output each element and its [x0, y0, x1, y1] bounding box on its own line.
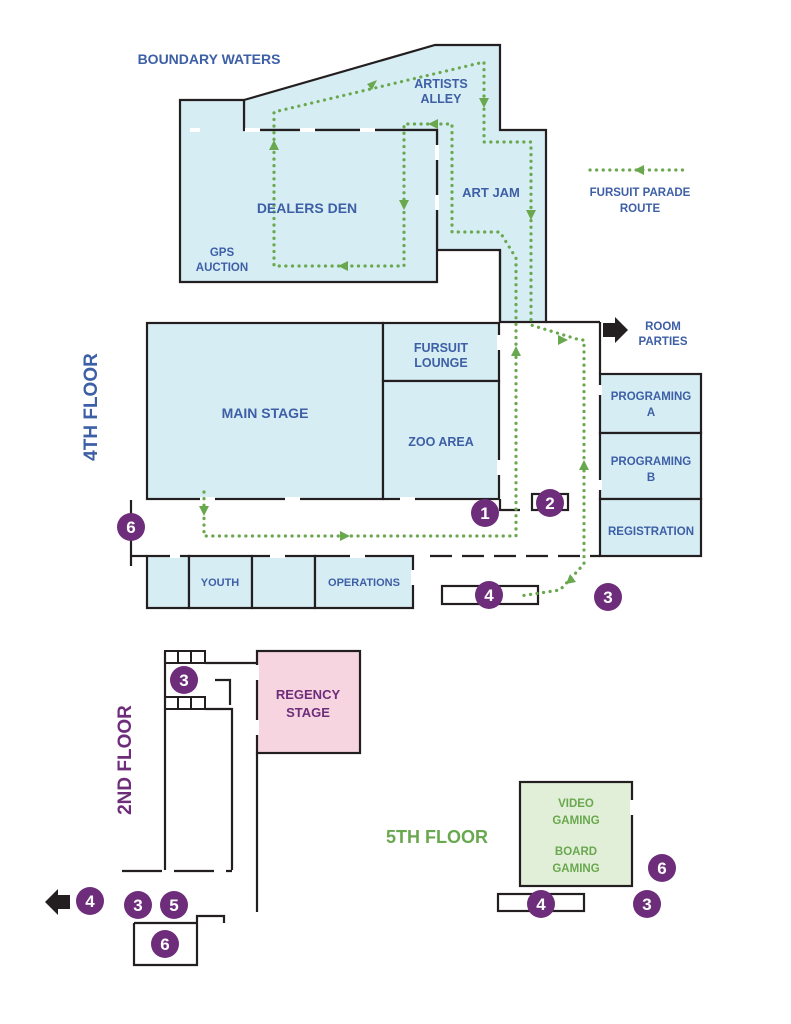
artists-alley-label-line2: ALLEY [421, 92, 463, 106]
wall [498, 499, 520, 512]
badge-3: 3 [170, 666, 198, 694]
badge-5: 5 [160, 891, 188, 919]
storage-room-left [145, 554, 191, 610]
board-gaming-label-line1: BOARD [555, 846, 597, 858]
board-gaming-label-line2: GAMING [552, 863, 599, 875]
room-parties-label-line2: PARTIES [639, 336, 688, 348]
route-arrow [399, 200, 409, 210]
programing-a-room [598, 372, 703, 435]
main-stage-room [145, 321, 385, 501]
badge-3: 3 [594, 583, 622, 611]
stairs-grid-top [164, 650, 206, 664]
programing-b-label-line1: PROGRAMING [611, 456, 692, 468]
room-parties-arrow-icon [603, 317, 628, 343]
svg-text:4: 4 [536, 895, 546, 914]
art-jam-label: ART JAM [462, 185, 520, 200]
route-arrow [199, 506, 209, 516]
parade-route-segment [202, 59, 586, 598]
route-arrow [338, 261, 348, 271]
room-parties-label-line1: ROOM [645, 321, 681, 333]
svg-text:4: 4 [85, 892, 95, 911]
svg-text:3: 3 [642, 895, 651, 914]
route-arrow [511, 346, 521, 356]
wall [205, 707, 234, 870]
gaming-room [518, 780, 634, 888]
route-arrow [558, 335, 568, 345]
svg-text:6: 6 [126, 518, 135, 537]
regency-stage-room [255, 649, 362, 755]
gps-auction-label-line1: GPS [210, 247, 235, 259]
svg-text:3: 3 [603, 588, 612, 607]
wall [215, 678, 232, 705]
legend-label-line1: FURSUIT PARADE [590, 187, 691, 199]
badge-3: 3 [633, 890, 661, 918]
operations-room [313, 554, 415, 610]
zoo-area-label: ZOO AREA [408, 435, 474, 449]
fursuit-lounge-label-line1: FURSUIT [414, 341, 469, 355]
youth-label: YOUTH [201, 577, 240, 589]
route-arrow [340, 531, 350, 541]
fourth-floor-label: 4TH FLOOR [81, 353, 102, 461]
dealers-den-room [178, 98, 439, 284]
svg-text:6: 6 [160, 935, 169, 954]
gps-auction-label-line2: AUCTION [196, 262, 248, 274]
registration-label: REGISTRATION [608, 526, 694, 538]
badge-6: 6 [117, 513, 145, 541]
svg-text:4: 4 [484, 586, 494, 605]
programing-a-label-line1: PROGRAMING [611, 391, 692, 403]
route-arrow [367, 80, 377, 90]
boundary-waters-label: BOUNDARY WATERS [138, 51, 281, 67]
second-floor-label: 2ND FLOOR [115, 705, 136, 815]
svg-text:3: 3 [133, 896, 142, 915]
badge-6: 6 [151, 930, 179, 958]
regency-stage-label-line2: STAGE [286, 705, 330, 720]
programing-b-label-line2: B [647, 472, 655, 484]
badge-6: 6 [648, 854, 676, 882]
zoo-area-room [381, 379, 501, 501]
regency-stage-label-line1: REGENCY [276, 687, 341, 702]
badge-4: 4 [475, 581, 503, 609]
svg-text:5: 5 [169, 896, 178, 915]
fifth-floor-label: 5TH FLOOR [386, 827, 488, 847]
operations-label: OPERATIONS [328, 577, 400, 589]
svg-text:3: 3 [179, 671, 188, 690]
route-arrow [269, 140, 279, 150]
svg-text:6: 6 [657, 859, 666, 878]
stairs-grid-bottom [164, 696, 206, 710]
svg-text:1: 1 [480, 504, 489, 523]
registration-room [598, 497, 703, 558]
main-stage-label: MAIN STAGE [222, 405, 309, 421]
exit-arrow-icon [45, 889, 70, 915]
badge-4: 4 [527, 890, 555, 918]
route-arrow [526, 210, 536, 220]
legend-route-arrow [634, 165, 644, 175]
badge-3: 3 [124, 891, 152, 919]
video-gaming-label-line1: VIDEO [558, 798, 594, 810]
route-arrow [579, 460, 589, 470]
programing-a-label-line2: A [647, 407, 655, 419]
badge-4: 4 [76, 887, 104, 915]
elevator-lobby-wall [132, 914, 226, 967]
video-gaming-label-line2: GAMING [552, 815, 599, 827]
route-arrow [428, 119, 438, 129]
badge-2: 2 [536, 489, 564, 517]
badge-1: 1 [471, 499, 499, 527]
youth-room [187, 554, 254, 610]
artists-alley-label-line1: ARTISTS [414, 77, 467, 91]
dealers-den-label: DEALERS DEN [257, 200, 357, 216]
storage-room-middle [250, 554, 317, 610]
fursuit-lounge-label-line2: LOUNGE [414, 356, 467, 370]
svg-text:2: 2 [545, 494, 554, 513]
route-arrow [566, 574, 576, 584]
legend-label-line2: ROUTE [620, 203, 661, 215]
route-arrow [479, 98, 489, 108]
